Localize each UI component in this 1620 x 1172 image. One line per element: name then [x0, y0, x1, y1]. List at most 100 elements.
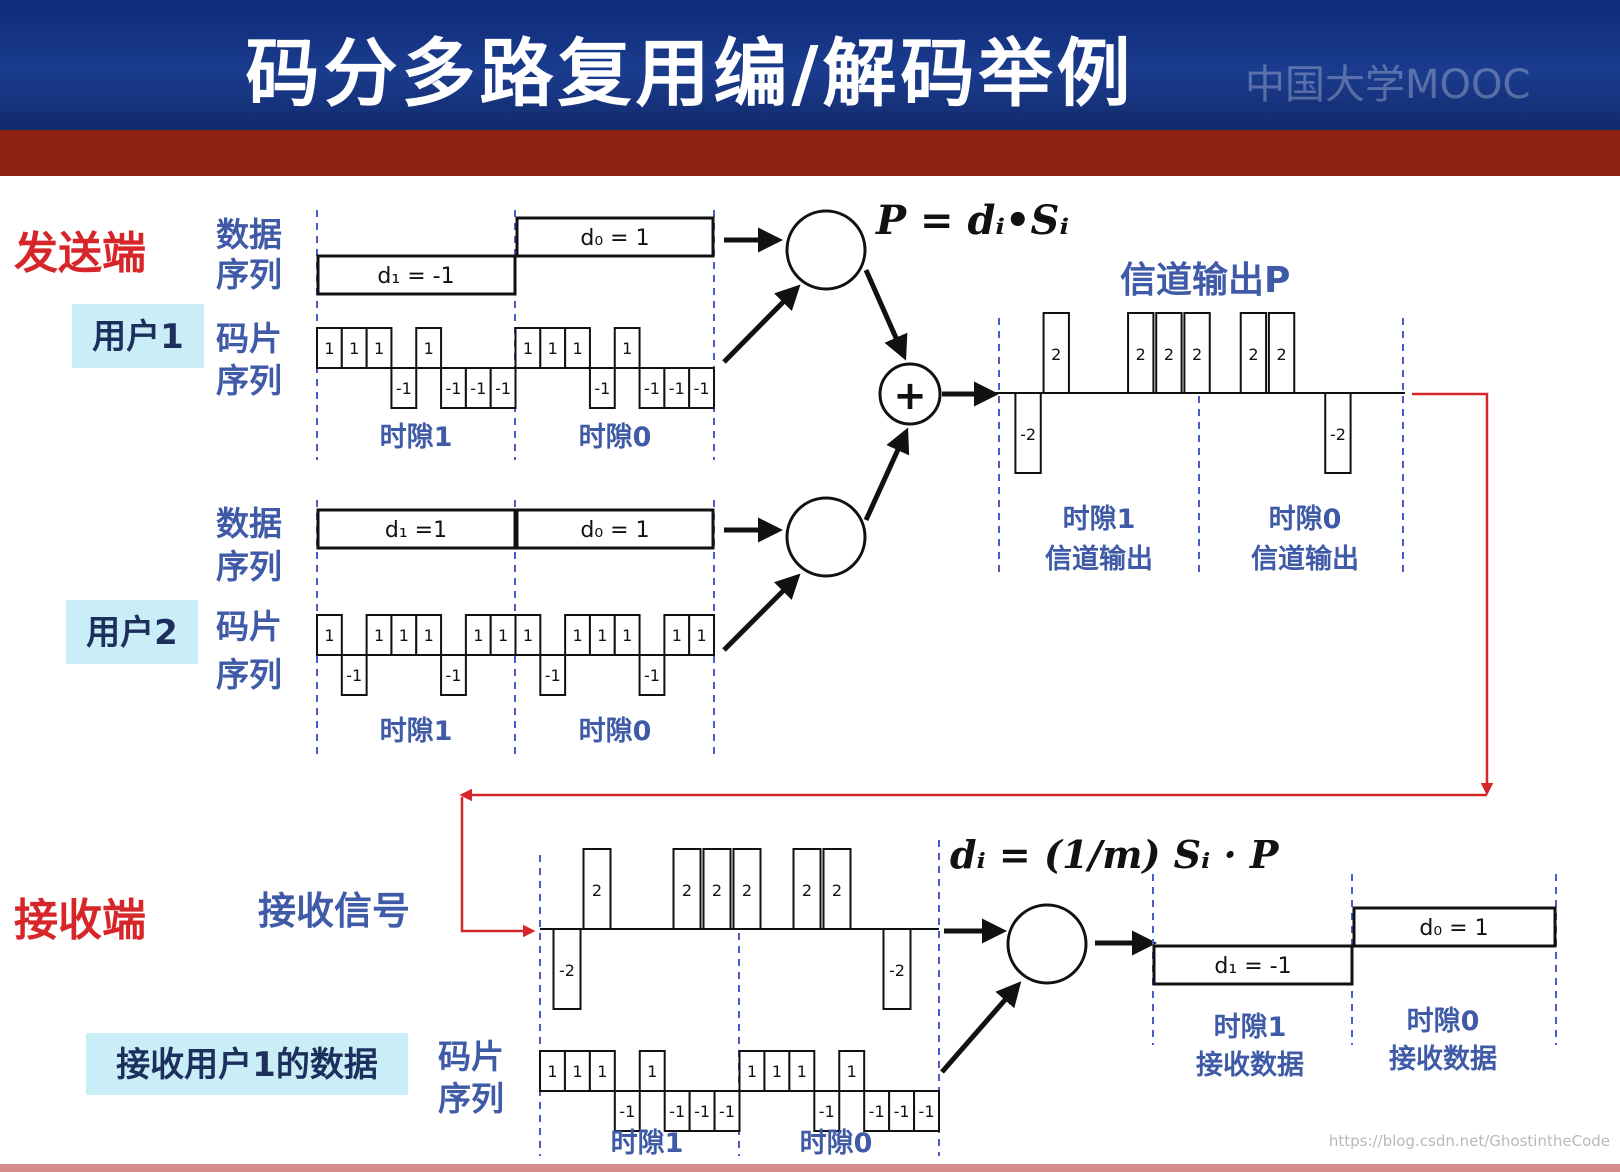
- received-bar: [552, 928, 582, 1010]
- user1-chip-value: -1: [594, 379, 610, 398]
- bottom-rule: [0, 1164, 1620, 1172]
- receiver-chip: [613, 1090, 641, 1132]
- receiver-chip: [713, 1090, 741, 1132]
- user2-chip: [588, 614, 616, 656]
- decode-formula: dᵢ = (1/m) Sᵢ · P: [950, 832, 1280, 877]
- user2-chip-value: 1: [498, 626, 508, 645]
- user2-chip: [564, 614, 591, 656]
- user2-chip-value: 1: [324, 626, 334, 645]
- adder-symbol: +: [893, 373, 927, 419]
- user1-chip-arrow: [722, 284, 801, 364]
- user1-chip: [613, 327, 641, 369]
- output-slot0-label-2: 接收数据: [1389, 1044, 1497, 1075]
- received-signal-label: 接收信号: [258, 889, 410, 933]
- user2-chip: [440, 654, 467, 696]
- receiver-chip-label-1: 码片: [438, 1037, 504, 1076]
- mooc-watermark: 中国大学MOOC: [1245, 62, 1531, 108]
- user2-chip-value: 1: [399, 626, 409, 645]
- receiver-chip: [888, 1090, 916, 1132]
- user1-name: 用户1: [92, 317, 184, 357]
- user1-d1-text: d₁ = -1: [377, 264, 454, 289]
- user1-chip: [440, 367, 467, 409]
- user1-chip-value: -1: [694, 379, 710, 398]
- receiver-chip: [788, 1050, 816, 1092]
- user2-d0-box: [515, 508, 715, 550]
- output-d1-text: d₁ = -1: [1214, 954, 1291, 979]
- user2-chip: [464, 614, 492, 656]
- receiver-chip-value: -1: [694, 1102, 710, 1121]
- user2-to-adder-arrow: [863, 427, 910, 522]
- channel-bar: [1042, 312, 1070, 394]
- user1-chip-value: 1: [572, 339, 582, 358]
- receiver-chip: [663, 1090, 691, 1132]
- user1-chip-value: -1: [669, 379, 685, 398]
- adder-circle: [878, 362, 942, 426]
- received-bar-value: -2: [889, 961, 905, 980]
- received-bar: [672, 848, 702, 930]
- output-d1-box: [1152, 944, 1354, 986]
- user2-slot1-label: 时隙1: [380, 716, 453, 747]
- user1-multiplier: [785, 209, 867, 291]
- user1-chip-value: -1: [495, 379, 511, 398]
- user2-chip-value: 1: [597, 626, 607, 645]
- received-bar: [582, 848, 612, 930]
- received-bar-value: 2: [712, 881, 722, 900]
- received-bar: [732, 848, 762, 930]
- user1-chip-label-1: 码片: [216, 319, 282, 358]
- channel-bar-value: 2: [1136, 345, 1146, 364]
- user2-chip-label-1: 码片: [216, 607, 282, 646]
- output-d0-box: [1352, 906, 1557, 948]
- channel-title: 信道输出P: [1120, 260, 1290, 301]
- receiver-chip-value: -1: [894, 1102, 910, 1121]
- user1-chip: [464, 367, 492, 409]
- user1-chip-value: -1: [445, 379, 461, 398]
- source-url: https://blog.csdn.net/GhostintheCode: [1328, 1132, 1610, 1150]
- user2-slot0-label: 时隙0: [579, 716, 652, 747]
- receiver-chip-value: -1: [819, 1102, 835, 1121]
- channel-slot1-label-1: 时隙1: [1063, 504, 1136, 535]
- user1-d0-text: d₀ = 1: [580, 226, 649, 251]
- channel-bar-value: 2: [1192, 345, 1202, 364]
- user2-chip: [365, 614, 393, 656]
- receiver-chip: [688, 1090, 716, 1132]
- decoder-multiplier: [1006, 903, 1088, 985]
- channel-bar: [1155, 312, 1183, 394]
- user2-badge: [66, 600, 198, 664]
- channel-bar: [1239, 312, 1268, 394]
- user2-data-label-2: 序列: [216, 547, 282, 586]
- user1-slot1-label: 时隙1: [380, 422, 453, 453]
- user1-chip-value: -1: [644, 379, 660, 398]
- output-slot0-label-1: 时隙0: [1407, 1006, 1480, 1037]
- receiver-chip-value: -1: [919, 1102, 935, 1121]
- user1-chip: [688, 367, 715, 409]
- channel-bar-value: 2: [1164, 345, 1174, 364]
- received-bar: [822, 848, 852, 930]
- receiver-chip: [838, 1050, 866, 1092]
- user2-chip: [489, 614, 517, 656]
- user2-chip: [415, 614, 443, 656]
- user2-chip-value: -1: [445, 666, 461, 685]
- channel-slot0-label-2: 信道输出: [1251, 543, 1359, 575]
- user1-chip: [390, 367, 418, 409]
- user2-d1-box: [316, 508, 517, 550]
- user1-chip-value: 1: [523, 339, 533, 358]
- user2-chip-label-2: 序列: [216, 655, 282, 694]
- user1-chip: [316, 327, 343, 369]
- receiver-chip: [638, 1050, 666, 1092]
- channel-bar: [1183, 312, 1211, 394]
- user2-chip-value: 1: [622, 626, 632, 645]
- slide-title: 码分多路复用编/解码举例: [245, 31, 1135, 117]
- user2-chip-value: -1: [346, 666, 362, 685]
- user2-chip: [390, 614, 418, 656]
- receiver-chip-value: -1: [619, 1102, 635, 1121]
- user1-chip-value: 1: [622, 339, 632, 358]
- receiver-chip-value: 1: [797, 1062, 807, 1081]
- channel-slot1-label-2: 信道输出: [1045, 543, 1153, 575]
- channel-bar-value: -2: [1020, 425, 1036, 444]
- user1-badge: [72, 304, 204, 368]
- encode-formula: P = dᵢ•Sᵢ: [875, 197, 1069, 244]
- user1-chip-value: 1: [349, 339, 359, 358]
- channel-to-receiver-connector-a: [1412, 392, 1494, 796]
